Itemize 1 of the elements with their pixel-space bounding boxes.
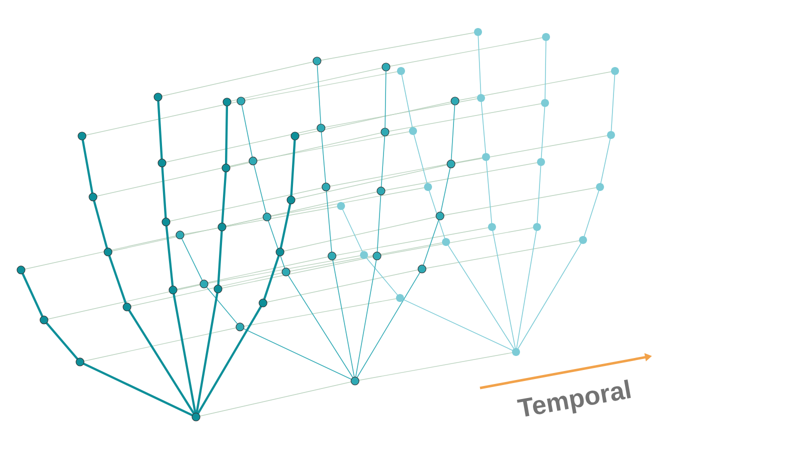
axis-label: Temporal xyxy=(516,379,631,416)
